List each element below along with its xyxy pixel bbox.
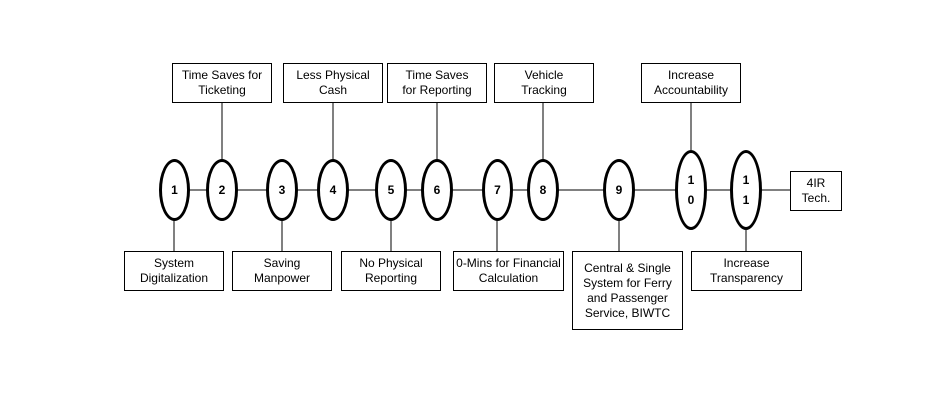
node-7: 7 [482,159,513,221]
label-vehicle-tracking: Vehicle Tracking [494,63,594,103]
node-11: 11 [730,150,762,230]
node-8: 8 [527,159,559,221]
label-saving-manpower: Saving Manpower [232,251,332,291]
label-system-digitalization: System Digitalization [124,251,224,291]
node-10: 10 [675,150,707,230]
end-box-4ir-tech: 4IR Tech. [790,171,842,211]
node-4: 4 [317,159,349,221]
node-6: 6 [421,159,453,221]
node-3: 3 [266,159,298,221]
label-less-physical-cash: Less Physical Cash [283,63,383,103]
label-increase-accountability: Increase Accountability [641,63,741,103]
label-central-single-system: Central & Single System for Ferry and Pa… [572,251,683,330]
label-increase-transparency: Increase Transparency [691,251,802,291]
node-1: 1 [159,159,190,221]
node-2: 2 [206,159,238,221]
label-zero-mins-financial: 0-Mins for Financial Calculation [453,251,564,291]
label-time-saves-reporting: Time Saves for Reporting [387,63,487,103]
label-time-saves-ticketing: Time Saves for Ticketing [172,63,272,103]
label-no-physical-reporting: No Physical Reporting [341,251,441,291]
node-5: 5 [375,159,407,221]
node-9: 9 [603,159,635,221]
